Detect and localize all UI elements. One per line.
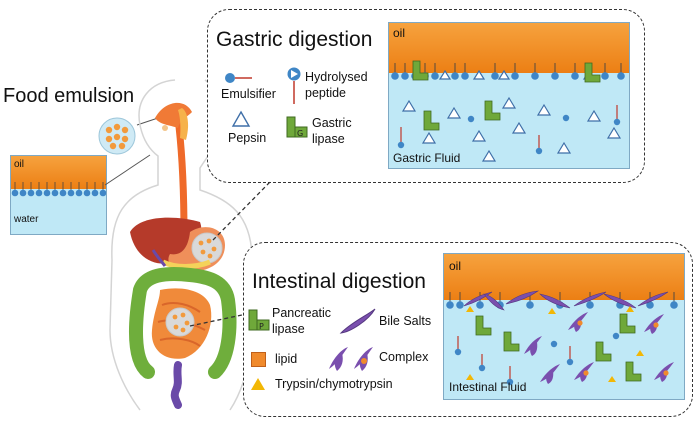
rectum <box>170 361 182 409</box>
lipid-label: lipid <box>275 352 298 366</box>
emulsifier-layer <box>11 182 106 197</box>
gastric-tank: oil Gastric Fluid <box>388 22 630 169</box>
gastric-title: Gastric digestion <box>216 28 373 51</box>
emulsion-droplet-icon <box>98 117 136 155</box>
food-emulsion-tank: oil water <box>10 155 107 235</box>
pancreatic-lipase-label-line1: Pancreatic <box>272 306 332 320</box>
svg-text:G: G <box>297 129 303 138</box>
trypsin-icon <box>251 378 265 390</box>
svg-text:P: P <box>259 322 264 331</box>
lipid-icon <box>251 352 266 367</box>
hydrolysed-peptide-label-line2: peptide <box>305 86 347 100</box>
gastric-lipase-icon: G <box>286 116 308 138</box>
emulsifier-icon <box>225 73 252 83</box>
gastric-fluid-label: Gastric Fluid <box>393 151 461 165</box>
food-emulsion-title: Food emulsion <box>3 85 135 107</box>
intestinal-fluid-label: Intestinal Fluid <box>449 380 527 394</box>
gastric-lipase-label-line1: Gastric <box>312 116 352 130</box>
pepsin-label: Pepsin <box>228 131 267 145</box>
gastric-oil-label: oil <box>393 26 406 40</box>
bile-salts-label: Bile Salts <box>379 314 432 328</box>
pepsin-icon <box>231 110 251 127</box>
intestinal-oil-label: oil <box>449 259 462 273</box>
gastric-lipase-label-line2: lipase <box>312 132 345 146</box>
trypsin-label: Trypsin/chymotrypsin <box>275 377 393 391</box>
bile-salt-icon <box>339 308 376 334</box>
pancreatic-lipase-icon: P <box>248 309 270 331</box>
intestinal-title: Intestinal digestion <box>252 270 426 293</box>
hydrolysed-peptide-label-line1: Hydrolysed <box>305 70 368 84</box>
emulsion-water-label: water <box>14 214 39 225</box>
intestinal-interface <box>446 290 678 386</box>
intestinal-tank: oil Intestinal Fluid <box>443 253 685 400</box>
gastric-interface <box>391 60 625 162</box>
complex-icon <box>329 347 373 371</box>
pancreatic-lipase-label-line2: lipase <box>272 322 305 336</box>
complex-label: Complex <box>379 350 429 364</box>
emulsion-oil-label: oil <box>14 159 25 170</box>
emulsifier-label: Emulsifier <box>221 87 276 101</box>
large-intestine <box>129 266 237 379</box>
hydrolysed-peptide-icon <box>287 67 301 104</box>
